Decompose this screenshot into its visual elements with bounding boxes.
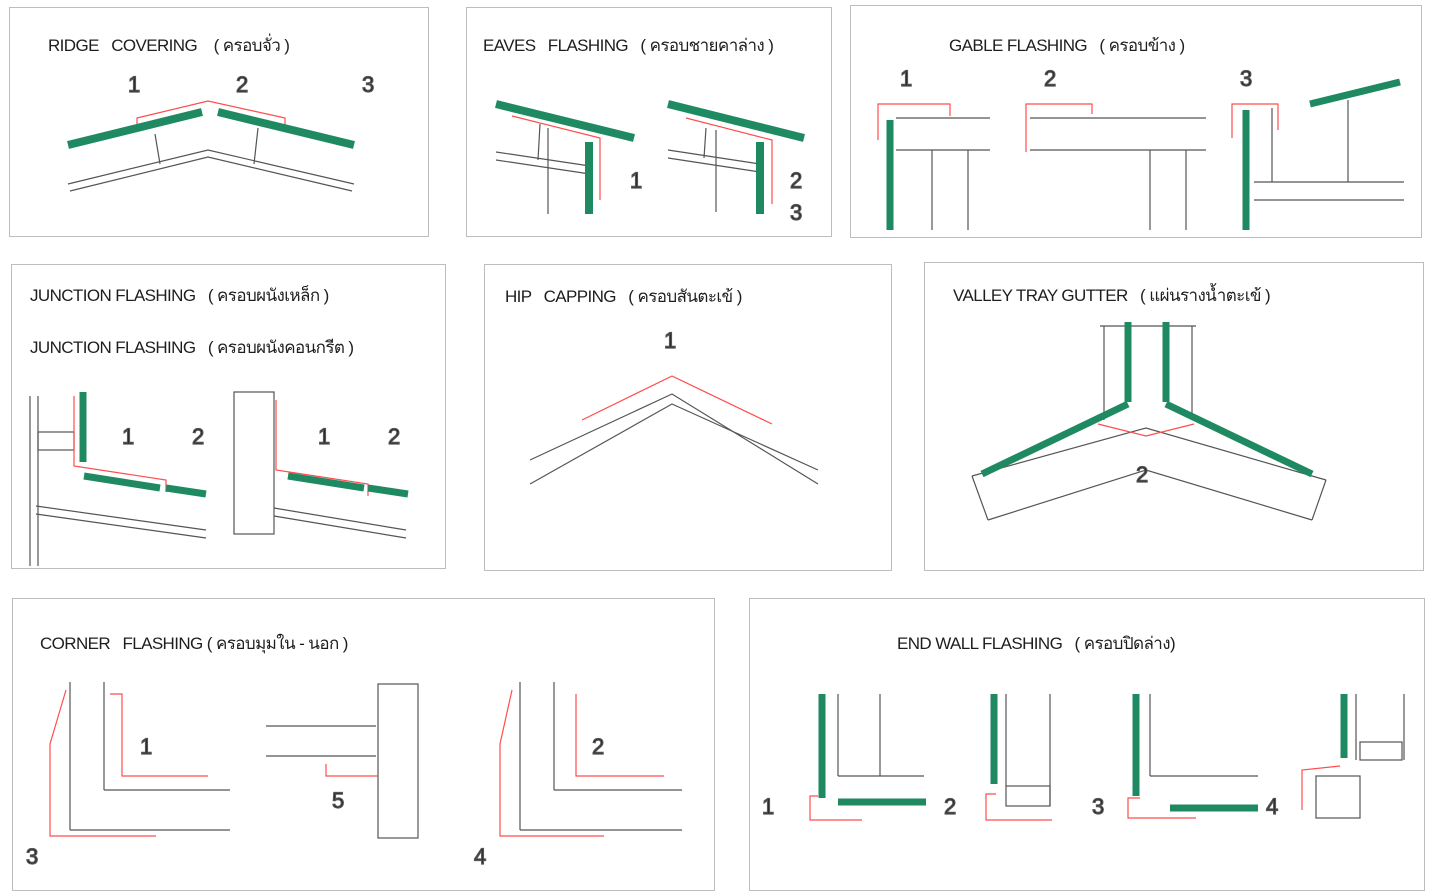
panel-eaves-flashing: EAVES FLASHING ( ครอบชายคาล่าง ) xyxy=(466,7,832,237)
panel-valley-tray-gutter: VALLEY TRAY GUTTER ( แผ่นรางน้ำตะเข้ ) xyxy=(924,262,1424,571)
panel-ridge-covering: RIDGE COVERING ( ครอบจั่ว ) xyxy=(9,7,429,237)
panel-title: CORNER FLASHING ( ครอบมุมใน - นอก ) xyxy=(40,634,348,653)
panel-title: HIP CAPPING ( ครอบสันตะเข้ ) xyxy=(505,287,742,306)
panel-hip-capping: HIP CAPPING ( ครอบสันตะเข้ ) xyxy=(484,264,892,571)
panel-title: END WALL FLASHING ( ครอบปิดล่าง) xyxy=(897,634,1176,653)
panel-end-wall-flashing: END WALL FLASHING ( ครอบปิดล่าง) xyxy=(749,598,1425,891)
panel-title: VALLEY TRAY GUTTER ( แผ่นรางน้ำตะเข้ ) xyxy=(953,286,1271,305)
panel-junction-flashing: JUNCTION FLASHING ( ครอบผนังเหล็ก ) JUNC… xyxy=(11,264,446,569)
panel-title: JUNCTION FLASHING ( ครอบผนังเหล็ก ) xyxy=(30,286,329,305)
panel-title: EAVES FLASHING ( ครอบชายคาล่าง ) xyxy=(483,36,774,55)
panel-subtitle: JUNCTION FLASHING ( ครอบผนังคอนกรีต ) xyxy=(30,338,354,357)
panel-corner-flashing: CORNER FLASHING ( ครอบมุมใน - นอก ) xyxy=(12,598,715,891)
panel-title: GABLE FLASHING ( ครอบข้าง ) xyxy=(949,36,1185,55)
panel-gable-flashing: GABLE FLASHING ( ครอบข้าง ) xyxy=(850,5,1422,238)
panel-title: RIDGE COVERING ( ครอบจั่ว ) xyxy=(48,36,290,55)
